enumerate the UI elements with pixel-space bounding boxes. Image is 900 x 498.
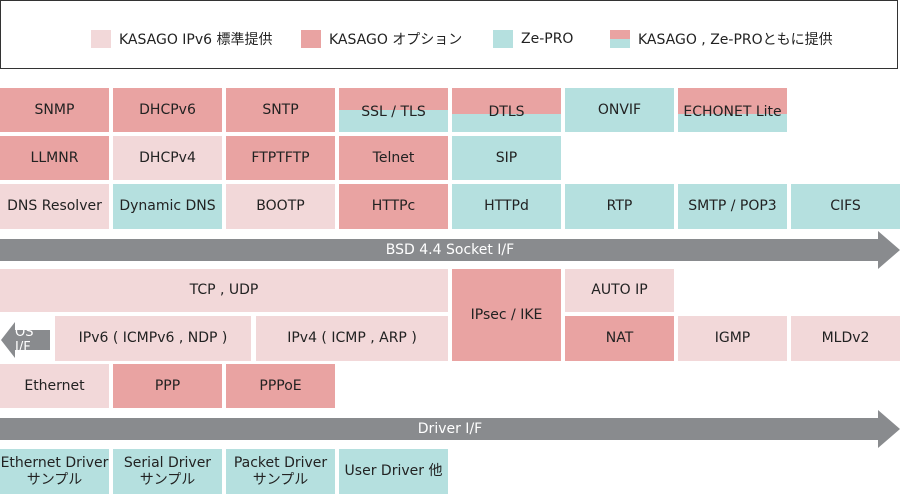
legend-option-swatch (301, 30, 321, 48)
block-ipv6: IPv6 ( ICMPv6 , NDP ) (55, 316, 251, 361)
block-httpc: HTTPc (339, 184, 448, 229)
block-dhcpv6: DHCPv6 (113, 88, 222, 132)
block-dhcpv4: DHCPv4 (113, 136, 222, 180)
ethernet-driver-line2: サンプル (26, 471, 83, 488)
block-tcp-udp: TCP , UDP (0, 269, 448, 312)
packet-driver-line1: Packet Driver (233, 454, 328, 471)
block-sip: SIP (452, 136, 561, 180)
block-echonet-lite: ECHONET Lite (678, 88, 787, 132)
legend-both: KASAGO , Ze-PROともに提供 (610, 30, 833, 48)
packet-driver-line2: サンプル (252, 471, 309, 488)
legend-option: KASAGO オプション (301, 30, 462, 48)
block-ppp: PPP (113, 364, 222, 408)
legend-both-swatch (610, 30, 630, 48)
block-dynamic-dns: Dynamic DNS (113, 184, 222, 229)
bsd-socket-arrow-body (0, 239, 878, 261)
block-packet-driver: Packet Driver サンプル (226, 449, 335, 494)
block-pppoe: PPPoE (226, 364, 335, 408)
block-igmp: IGMP (678, 316, 787, 361)
driver-if-arrow-head (878, 410, 900, 448)
block-rtp: RTP (565, 184, 674, 229)
block-onvif: ONVIF (565, 88, 674, 132)
block-telnet: Telnet (339, 136, 448, 180)
block-smtp-pop3: SMTP / POP3 (678, 184, 787, 229)
serial-driver-line1: Serial Driver (123, 454, 212, 471)
os-if-label: OS I/F (15, 325, 50, 355)
block-snmp: SNMP (0, 88, 109, 132)
legend-ze-pro-swatch (493, 30, 513, 48)
block-llmnr: LLMNR (0, 136, 109, 180)
block-httpd: HTTPd (452, 184, 561, 229)
block-mldv2: MLDv2 (791, 316, 900, 361)
legend-standard: KASAGO IPv6 標準提供 (91, 30, 273, 48)
driver-if-label: Driver I/F (417, 421, 483, 437)
block-ethernet: Ethernet (0, 364, 109, 408)
serial-driver-line2: サンプル (139, 471, 196, 488)
driver-if-arrow-body (0, 418, 878, 440)
block-sntp: SNTP (226, 88, 335, 132)
legend-ze-pro: Ze-PRO (493, 30, 573, 48)
block-ssl-tls: SSL / TLS (339, 88, 448, 132)
legend-both-label: KASAGO , Ze-PROともに提供 (638, 32, 833, 48)
block-ipsec-ike: IPsec / IKE (452, 269, 561, 361)
block-auto-ip: AUTO IP (565, 269, 674, 312)
block-dns-resolver: DNS Resolver (0, 184, 109, 229)
block-nat: NAT (565, 316, 674, 361)
block-ipv4: IPv4 ( ICMP , ARP ) (256, 316, 448, 361)
block-ethernet-driver: Ethernet Driver サンプル (0, 449, 109, 494)
bsd-socket-arrow-head (878, 231, 900, 269)
ethernet-driver-line1: Ethernet Driver (0, 454, 109, 471)
legend-standard-label: KASAGO IPv6 標準提供 (119, 32, 273, 48)
block-ftptftp: FTPTFTP (226, 136, 335, 180)
legend-standard-swatch (91, 30, 111, 48)
os-if-arrow-head (1, 322, 15, 358)
legend: KASAGO IPv6 標準提供 KASAGO オプション Ze-PRO KAS… (0, 0, 898, 69)
block-serial-driver: Serial Driver サンプル (113, 449, 222, 494)
legend-ze-pro-label: Ze-PRO (521, 31, 574, 47)
block-cifs: CIFS (791, 184, 900, 229)
block-dtls: DTLS (452, 88, 561, 132)
legend-option-label: KASAGO オプション (329, 32, 463, 48)
block-user-driver: User Driver 他 (339, 449, 448, 494)
block-bootp: BOOTP (226, 184, 335, 229)
bsd-socket-label: BSD 4.4 Socket I/F (385, 242, 515, 258)
